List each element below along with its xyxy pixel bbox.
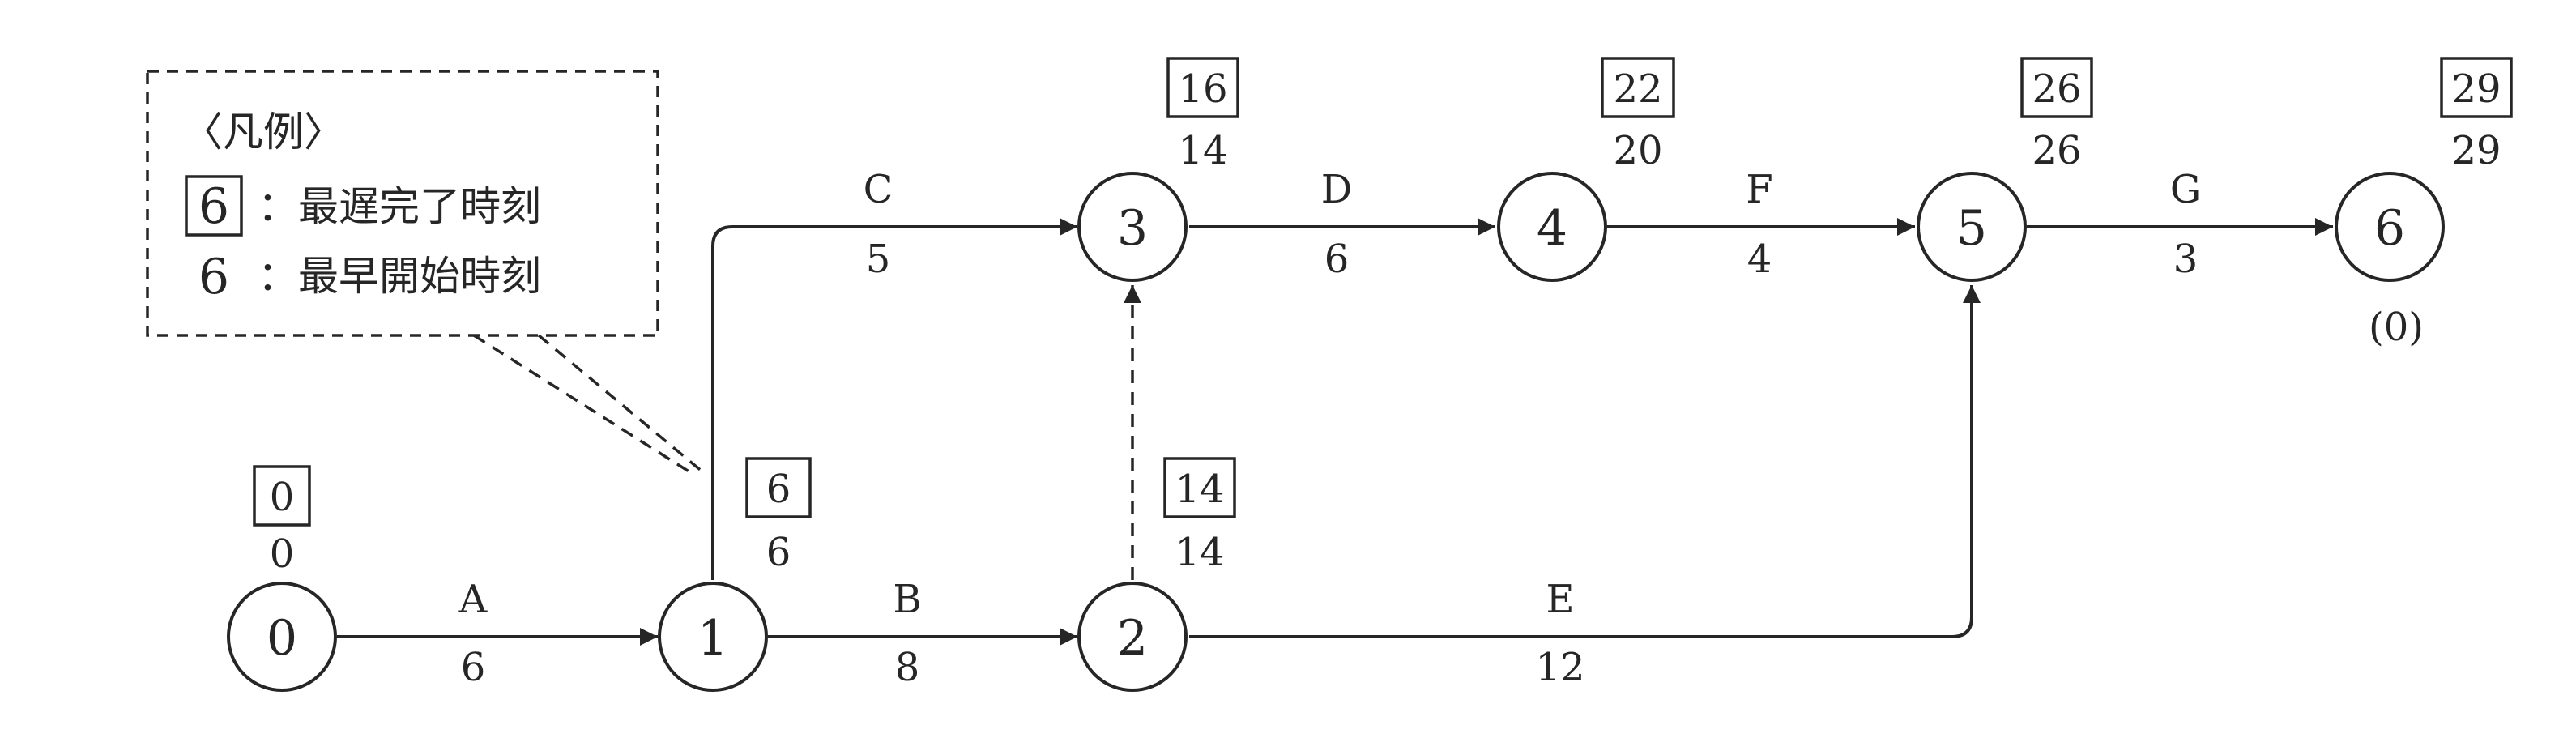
node-4: 4 22 20: [1497, 57, 1675, 282]
activity-c-duration: 5: [866, 237, 891, 282]
activity-f-name: F: [1746, 167, 1772, 212]
node-0: 0 0 0: [227, 465, 337, 692]
node-1-circle: [658, 582, 768, 692]
node-5-latest-finish: 26: [2032, 66, 2081, 112]
node-5-earliest-start: 26: [2032, 128, 2081, 173]
node-4-latest-finish: 22: [1613, 66, 1662, 112]
arrow-c: [711, 218, 1077, 580]
node-2-latest-finish: 14: [1175, 467, 1224, 512]
node-0-latest-box: [253, 465, 311, 527]
activity-b-name: B: [893, 577, 921, 622]
activity-g-name: G: [2170, 167, 2201, 212]
legend-latest-sample-box: [185, 175, 243, 237]
activity-d-duration: 6: [1324, 237, 1350, 282]
legend-pointer-line-2: [537, 334, 705, 474]
node-4-id: 4: [1537, 200, 1567, 257]
node-3-latest-finish: 16: [1178, 66, 1227, 112]
node-2-earliest-start: 14: [1175, 530, 1224, 575]
node-6-latest-finish: 29: [2451, 66, 2501, 112]
node-1-id: 1: [697, 610, 728, 667]
node-0-id: 0: [267, 610, 297, 667]
activity-a-name: A: [458, 577, 488, 622]
node-6-circle: [2335, 172, 2445, 282]
legend-earliest-label: ：最早開始時刻: [258, 253, 541, 300]
node-6-note: (0): [2369, 305, 2424, 350]
node-3-id: 3: [1117, 200, 1148, 257]
legend-earliest-sample: 6: [198, 249, 229, 305]
activity-b-duration: 8: [895, 645, 920, 690]
node-6: 6 29 29 (0): [2335, 57, 2513, 350]
activity-a-duration: 6: [461, 645, 486, 690]
node-1: 1 6 6: [658, 457, 812, 692]
nodes: 0 0 0 1 6 6 2 14 14 3 16 14 4: [227, 57, 2513, 692]
node-6-id: 6: [2374, 200, 2405, 257]
activity-e-duration: 12: [1535, 645, 1584, 690]
legend: 〈凡例〉 6 ：最遅完了時刻 6 ：最早開始時刻: [146, 70, 705, 474]
activity-g-duration: 3: [2173, 237, 2199, 282]
legend-pointer-line-1: [473, 334, 691, 474]
node-2-circle: [1077, 582, 1188, 692]
node-5-id: 5: [1956, 200, 1987, 257]
node-1-latest-box: [745, 457, 812, 518]
node-4-circle: [1497, 172, 1607, 282]
node-3-latest-box: [1166, 57, 1239, 118]
node-6-latest-box: [2440, 57, 2513, 118]
activity-c-name: C: [864, 167, 893, 212]
node-0-circle: [227, 582, 337, 692]
legend-latest-sample: 6: [198, 178, 229, 235]
node-3-circle: [1077, 172, 1188, 282]
node-5: 5 26 26: [1917, 57, 2093, 282]
node-5-latest-box: [2020, 57, 2093, 118]
activity-labels: A 6 B 8 C 5 D 6 E 12 F 4 G 3: [458, 167, 2202, 690]
node-4-earliest-start: 20: [1613, 128, 1662, 173]
node-0-latest-finish: 0: [270, 475, 295, 520]
node-2-id: 2: [1117, 610, 1148, 667]
node-6-earliest-start: 29: [2451, 128, 2501, 173]
node-1-latest-finish: 6: [766, 467, 791, 512]
node-3: 3 16 14: [1077, 57, 1239, 282]
legend-latest-label: ：最遅完了時刻: [258, 183, 541, 230]
node-3-earliest-start: 14: [1178, 128, 1227, 173]
arrow-e: [1189, 285, 1981, 638]
node-2: 2 14 14: [1077, 457, 1236, 692]
node-1-earliest-start: 6: [766, 530, 791, 575]
activity-d-name: D: [1321, 167, 1352, 212]
activity-f-duration: 4: [1747, 237, 1772, 282]
node-4-latest-box: [1601, 57, 1675, 118]
legend-title: 〈凡例〉: [182, 109, 344, 156]
activity-e-name: E: [1546, 577, 1574, 622]
node-0-earliest-start: 0: [270, 531, 295, 577]
node-2-latest-box: [1163, 457, 1236, 518]
node-5-circle: [1917, 172, 2027, 282]
activity-arrows: [337, 218, 2333, 646]
